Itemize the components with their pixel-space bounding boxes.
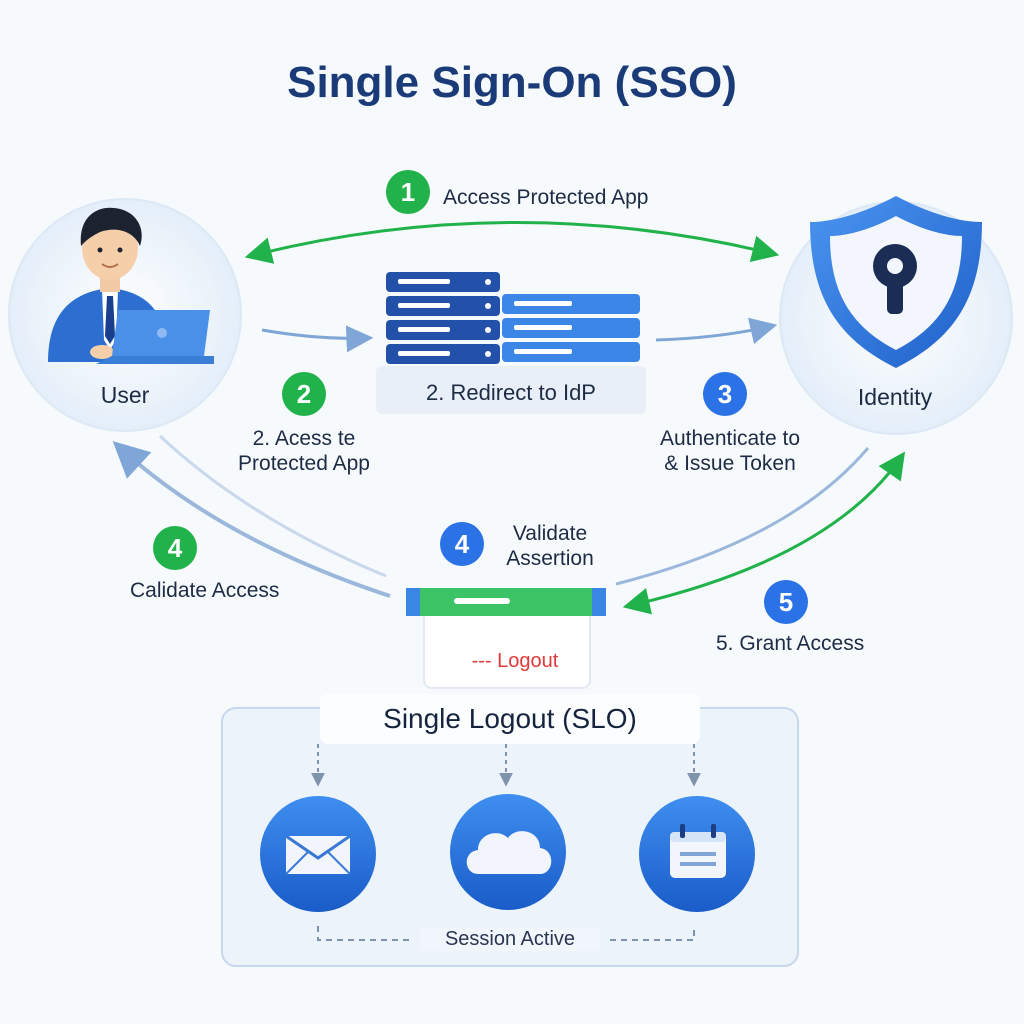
logout-label: --- Logout (471, 650, 559, 672)
step-4-label-left: Calidate Access (130, 579, 280, 602)
shield-lock-icon (810, 196, 982, 368)
email-service-icon (260, 796, 376, 912)
server-rack-left (386, 272, 500, 364)
step-3-badge: 3 (703, 372, 747, 416)
step-3-label-line2: & Issue Token (664, 452, 796, 475)
identity-node (779, 196, 1013, 435)
arrow-server-to-identity (655, 317, 778, 345)
arrow-grant-access (622, 451, 906, 615)
step-4-badge-left: 4 (153, 526, 197, 570)
arrow-access-protected-app (244, 221, 780, 264)
identity-label: Identity (857, 384, 933, 410)
step-1-label: Access Protected App (443, 186, 649, 209)
session-active-label: Session Active (420, 928, 600, 951)
step-2-badge: 2 (282, 372, 326, 416)
step-4-label-center-line1: Validate (512, 522, 588, 545)
user-label: User (100, 382, 150, 408)
server-stack (376, 272, 646, 414)
assertion-card (406, 588, 606, 689)
step-2-label-line1: 2. Acess te (252, 427, 356, 450)
step-5-label: 5. Grant Access (716, 632, 865, 655)
arrow-user-to-server (261, 325, 374, 353)
step-5-badge: 5 (764, 580, 808, 624)
server-label: 2. Redirect to IdP (426, 380, 596, 405)
step-2-label-line2: Protected App (238, 452, 370, 475)
slo-title: Single Logout (SLO) (320, 694, 700, 744)
slo-panel (221, 707, 799, 967)
user-node (8, 198, 242, 432)
calendar-service-icon (639, 796, 755, 912)
step-3-label-line1: Authenticate to (659, 427, 801, 450)
arrow-user-return (158, 434, 387, 578)
server-rack-right (502, 294, 640, 362)
step-4-badge-center: 4 (440, 522, 484, 566)
step-1-badge: 1 (386, 170, 430, 214)
diagram-title: Single Sign-On (SSO) (287, 58, 737, 107)
cloud-service-icon (450, 794, 566, 910)
step-4-label-center-line2: Assertion (506, 547, 594, 570)
arrow-grant-to-user (112, 441, 391, 598)
laptop-icon (96, 310, 214, 364)
